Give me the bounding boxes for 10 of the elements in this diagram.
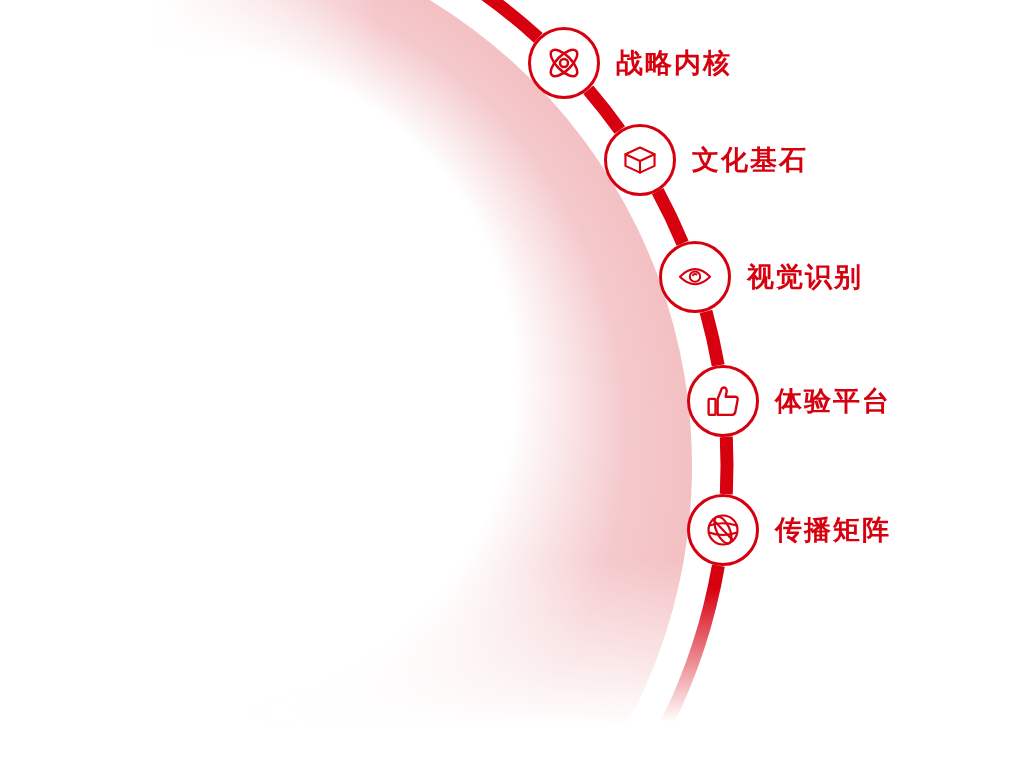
step-label: 体验平台 xyxy=(775,387,892,414)
step-label: 文化基石 xyxy=(691,146,808,173)
step-label: 传播矩阵 xyxy=(775,516,892,543)
arc-connector xyxy=(719,436,734,495)
step-label: 视觉识别 xyxy=(747,263,864,290)
arc-connector xyxy=(583,85,626,134)
arc-connector xyxy=(699,309,725,367)
step-label: 战略内核 xyxy=(616,49,733,76)
arc-connector xyxy=(651,188,689,246)
timeline-circle xyxy=(528,27,601,99)
